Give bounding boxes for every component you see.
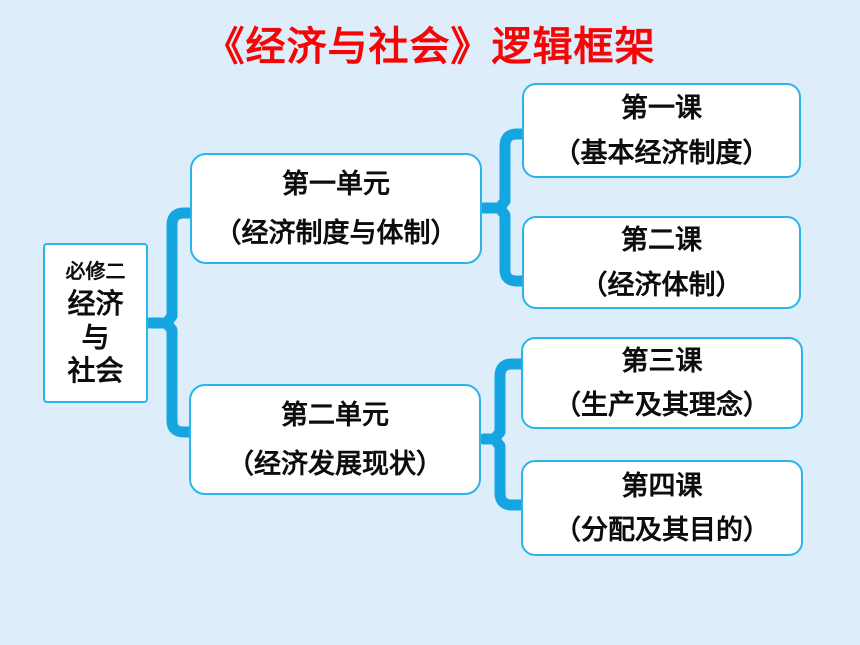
node-lesson-1: 第一课 （基本经济制度） — [522, 83, 801, 178]
bracket-root-to-units — [144, 207, 198, 438]
textbook-title-line: 经济 — [67, 288, 124, 320]
lesson-subtitle: （基本经济制度） — [553, 137, 770, 168]
unit-subtitle: （经济制度与体制） — [214, 217, 458, 248]
unit-title: 第二单元 — [281, 400, 389, 431]
lesson-title: 第四课 — [621, 470, 703, 501]
lesson-title: 第一课 — [621, 93, 702, 124]
slide-title: 《经济与社会》逻辑框架 — [204, 25, 656, 69]
lesson-title: 第二课 — [621, 225, 702, 256]
lesson-subtitle: （生产及其理念） — [554, 390, 770, 420]
node-unit-2: 第二单元 （经济发展现状） — [189, 384, 481, 495]
lesson-subtitle: （经济体制） — [580, 269, 743, 300]
bracket-unit1-to-lessons — [478, 128, 532, 287]
node-unit-1: 第一单元 （经济制度与体制） — [190, 153, 482, 264]
lesson-subtitle: （分配及其目的） — [554, 515, 770, 545]
textbook-volume-label: 必修二 — [65, 261, 126, 284]
node-textbook-root: 必修二 经济 与 社会 — [43, 243, 148, 403]
unit-subtitle: （经济发展现状） — [227, 448, 443, 479]
lesson-title: 第三课 — [621, 345, 703, 376]
node-lesson-3: 第三课 （生产及其理念） — [521, 337, 803, 429]
unit-title: 第一单元 — [282, 169, 390, 200]
node-lesson-4: 第四课 （分配及其目的） — [521, 460, 803, 556]
node-lesson-2: 第二课 （经济体制） — [522, 216, 801, 309]
textbook-title-line: 社会 — [67, 355, 124, 387]
bracket-unit2-to-lessons — [478, 358, 532, 511]
textbook-title-line: 与 — [81, 321, 110, 353]
